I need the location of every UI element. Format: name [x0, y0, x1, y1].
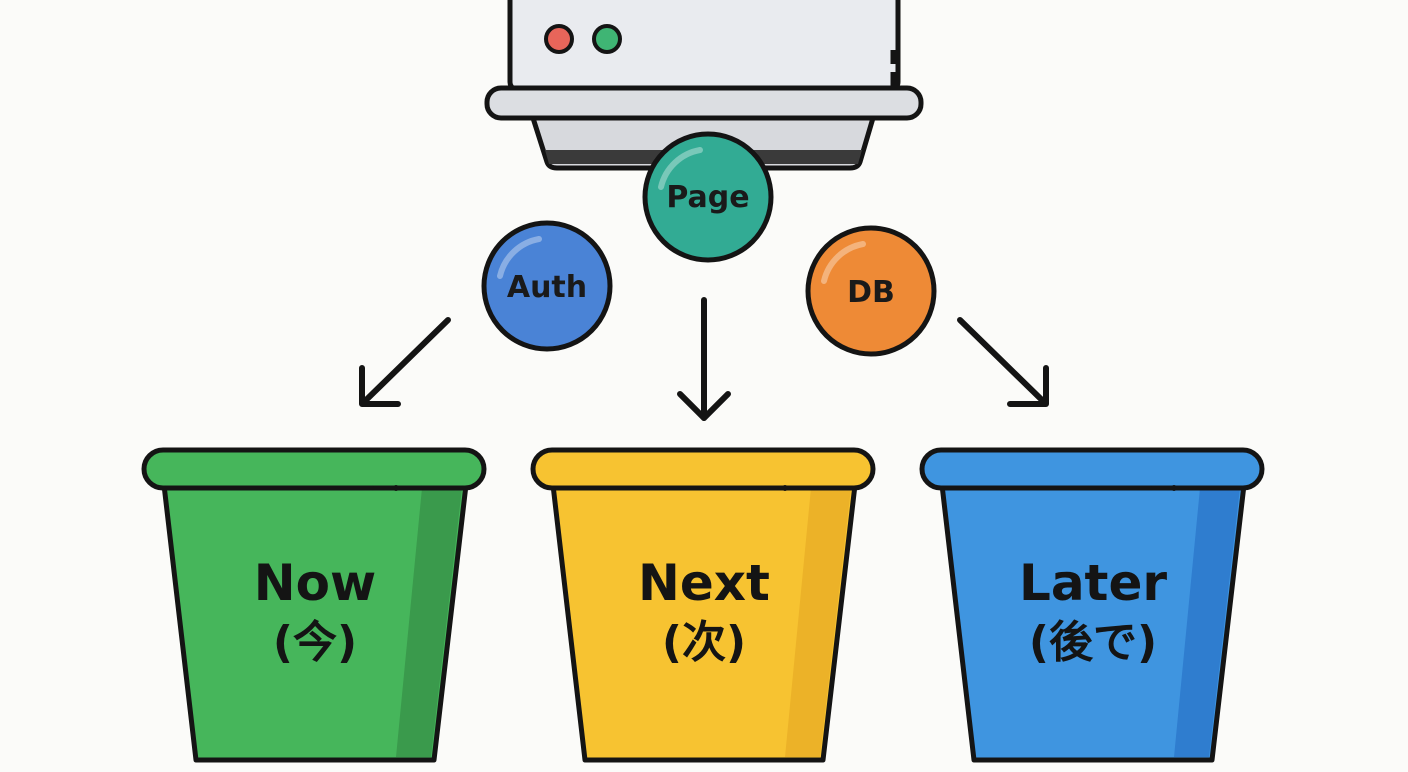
ball-highlight-page [658, 147, 703, 190]
ball-page [642, 131, 774, 263]
bucket-rim-dot-later [1171, 485, 1177, 491]
bucket-rim-later [919, 447, 1265, 491]
bucket-label-next: Next (次) [569, 552, 839, 670]
arrow-to-later [957, 317, 1049, 407]
bucket-now [141, 447, 487, 763]
ball-highlight-db [821, 241, 866, 284]
bucket-rim-now [141, 447, 487, 491]
bucket-shade-now [396, 488, 462, 757]
bucket-shade-next [785, 488, 851, 757]
arrow-to-next [677, 297, 731, 421]
bucket-rim-dot-now [393, 485, 399, 491]
bucket-subtitle-now: (今) [272, 616, 358, 668]
green-light-icon [592, 24, 622, 54]
bucket-later [919, 447, 1265, 763]
ball-label-page: Page [666, 179, 750, 215]
buckets [141, 447, 1265, 763]
bucket-subtitle-later: (後で) [1028, 616, 1158, 668]
bucket-rim-next [530, 447, 876, 491]
ball-db [805, 225, 937, 357]
bucket-title-now: Now [253, 554, 377, 612]
ball-label-db: DB [847, 274, 895, 310]
arrows [359, 297, 1049, 421]
balls [481, 131, 937, 357]
ball-highlight-auth [497, 236, 542, 279]
ball-auth [481, 220, 613, 352]
bucket-rim-dot-next [782, 485, 788, 491]
bucket-next [530, 447, 876, 763]
red-light-icon [544, 24, 574, 54]
ball-label-auth: Auth [506, 269, 588, 305]
bucket-label-now: Now (今) [180, 552, 450, 670]
bucket-title-later: Later [1018, 554, 1168, 612]
machine-ledge [484, 85, 924, 121]
arrow-to-now [359, 317, 451, 407]
bucket-subtitle-next: (次) [661, 616, 747, 668]
bucket-label-later: Later (後で) [958, 552, 1228, 670]
bucket-shade-later [1174, 488, 1240, 757]
bucket-title-next: Next [638, 554, 770, 612]
